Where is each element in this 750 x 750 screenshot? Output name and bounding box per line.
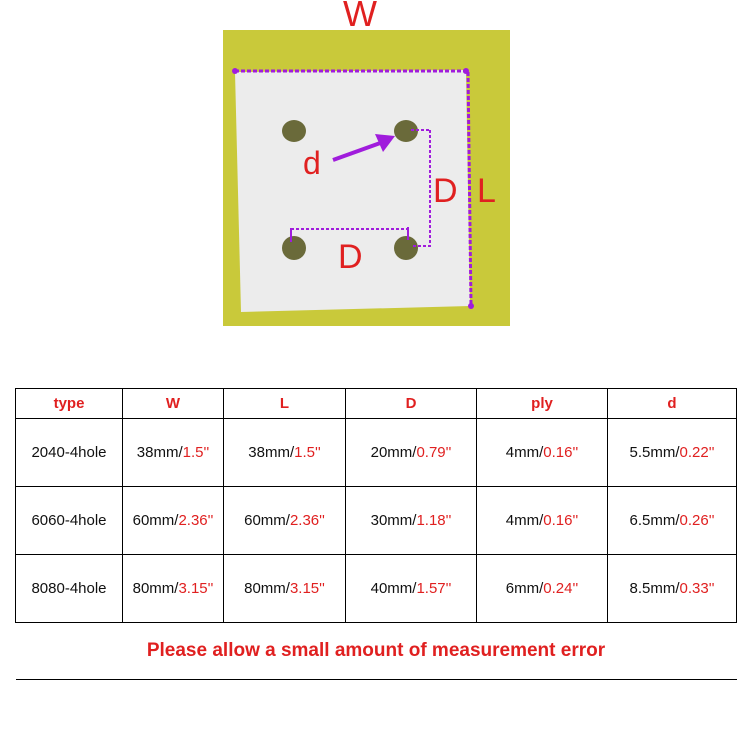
plate-photo: d D D L W <box>223 0 510 326</box>
cell-hole-spacing: 30mm/1.18'' <box>345 486 477 555</box>
cell-inch: 3.15'' <box>289 580 325 597</box>
cell-mm: 60mm/ <box>132 512 179 529</box>
cell-mm: 30mm/ <box>370 512 417 529</box>
cell-inch: 0.16'' <box>543 512 579 529</box>
cell-length: 38mm/1.5'' <box>223 418 346 487</box>
header-width: W <box>122 388 224 419</box>
length-dimension-line <box>466 71 473 307</box>
length-label: L <box>477 172 496 210</box>
hole-bottom-right <box>394 236 418 260</box>
width-label: W <box>343 0 377 34</box>
cell-mm: 8.5mm/ <box>629 580 680 597</box>
cell-ply: 4mm/0.16'' <box>476 418 608 487</box>
table-header-row: type W L D ply d <box>15 388 737 419</box>
cell-inch: 0.16'' <box>543 444 579 461</box>
cell-mm: 6.5mm/ <box>629 512 680 529</box>
cell-inch: 2.36'' <box>289 512 325 529</box>
cell-mm: 60mm/ <box>244 512 290 529</box>
header-hole-diameter: d <box>607 388 737 419</box>
cell-width: 80mm/3.15'' <box>122 554 224 623</box>
measurement-note: Please allow a small amount of measureme… <box>15 622 737 680</box>
cell-mm: 6060-4hole <box>31 512 107 529</box>
header-length: L <box>223 388 346 419</box>
cell-mm: 40mm/ <box>370 580 417 597</box>
cell-type: 6060-4hole <box>15 486 123 555</box>
cell-mm: 2040-4hole <box>31 444 107 461</box>
cell-mm: 4mm/ <box>505 444 544 461</box>
table-row: 8080-4hole 80mm/3.15'' 80mm/3.15'' 40mm/… <box>15 554 737 623</box>
cell-width: 38mm/1.5'' <box>122 418 224 487</box>
cell-mm: 6mm/ <box>505 580 544 597</box>
cell-mm: 80mm/ <box>132 580 179 597</box>
table-note-row: Please allow a small amount of measureme… <box>15 622 737 680</box>
cell-ply: 4mm/0.16'' <box>476 486 608 555</box>
cell-mm: 4mm/ <box>505 512 544 529</box>
cell-mm: 38mm/ <box>248 444 295 461</box>
cell-inch: 0.22'' <box>679 444 715 461</box>
length-dimension-endpoint <box>468 303 474 309</box>
hole-top-left <box>282 120 306 142</box>
vertical-spacing-label: D <box>433 172 458 210</box>
cell-mm: 20mm/ <box>370 444 417 461</box>
cell-mm: 80mm/ <box>244 580 290 597</box>
hole-diameter-label: d <box>303 145 321 181</box>
header-ply: ply <box>476 388 608 419</box>
cell-length: 80mm/3.15'' <box>223 554 346 623</box>
spec-table: type W L D ply d 2040-4hole 38mm/1.5'' 3… <box>15 388 737 680</box>
cell-ply: 6mm/0.24'' <box>476 554 608 623</box>
header-type: type <box>15 388 123 419</box>
cell-hole-diameter: 5.5mm/0.22'' <box>607 418 737 487</box>
horizontal-spacing-label: D <box>338 238 363 276</box>
cell-type: 2040-4hole <box>15 418 123 487</box>
cell-inch: 0.79'' <box>416 444 452 461</box>
hole-diameter-arrow-head <box>375 134 395 152</box>
cell-inch: 0.26'' <box>679 512 715 529</box>
cell-hole-diameter: 6.5mm/0.26'' <box>607 486 737 555</box>
cell-inch: 0.24'' <box>543 580 579 597</box>
spec-table-container: type W L D ply d 2040-4hole 38mm/1.5'' 3… <box>15 388 737 680</box>
cell-inch: 2.36'' <box>178 512 214 529</box>
cell-inch: 1.18'' <box>416 512 452 529</box>
table-row: 2040-4hole 38mm/1.5'' 38mm/1.5'' 20mm/0.… <box>15 418 737 487</box>
header-hole-spacing: D <box>345 388 477 419</box>
cell-hole-diameter: 8.5mm/0.33'' <box>607 554 737 623</box>
hole-top-right <box>394 120 418 142</box>
width-dimension-endpoint <box>232 68 238 74</box>
cell-length: 60mm/2.36'' <box>223 486 346 555</box>
cell-inch: 1.5'' <box>294 444 321 461</box>
cell-hole-spacing: 20mm/0.79'' <box>345 418 477 487</box>
table-row: 6060-4hole 60mm/2.36'' 60mm/2.36'' 30mm/… <box>15 486 737 555</box>
cell-inch: 3.15'' <box>178 580 214 597</box>
cell-mm: 8080-4hole <box>31 580 107 597</box>
cell-inch: 0.33'' <box>679 580 715 597</box>
hole-diameter-arrow-shaft <box>332 140 384 162</box>
cell-mm: 38mm/ <box>136 444 183 461</box>
cell-type: 8080-4hole <box>15 554 123 623</box>
product-diagram: d D D L W <box>0 0 750 340</box>
cell-inch: 1.57'' <box>416 580 452 597</box>
cell-width: 60mm/2.36'' <box>122 486 224 555</box>
cell-inch: 1.5'' <box>182 444 210 461</box>
cell-hole-spacing: 40mm/1.57'' <box>345 554 477 623</box>
cell-mm: 5.5mm/ <box>629 444 680 461</box>
hole-bottom-left <box>282 236 306 260</box>
